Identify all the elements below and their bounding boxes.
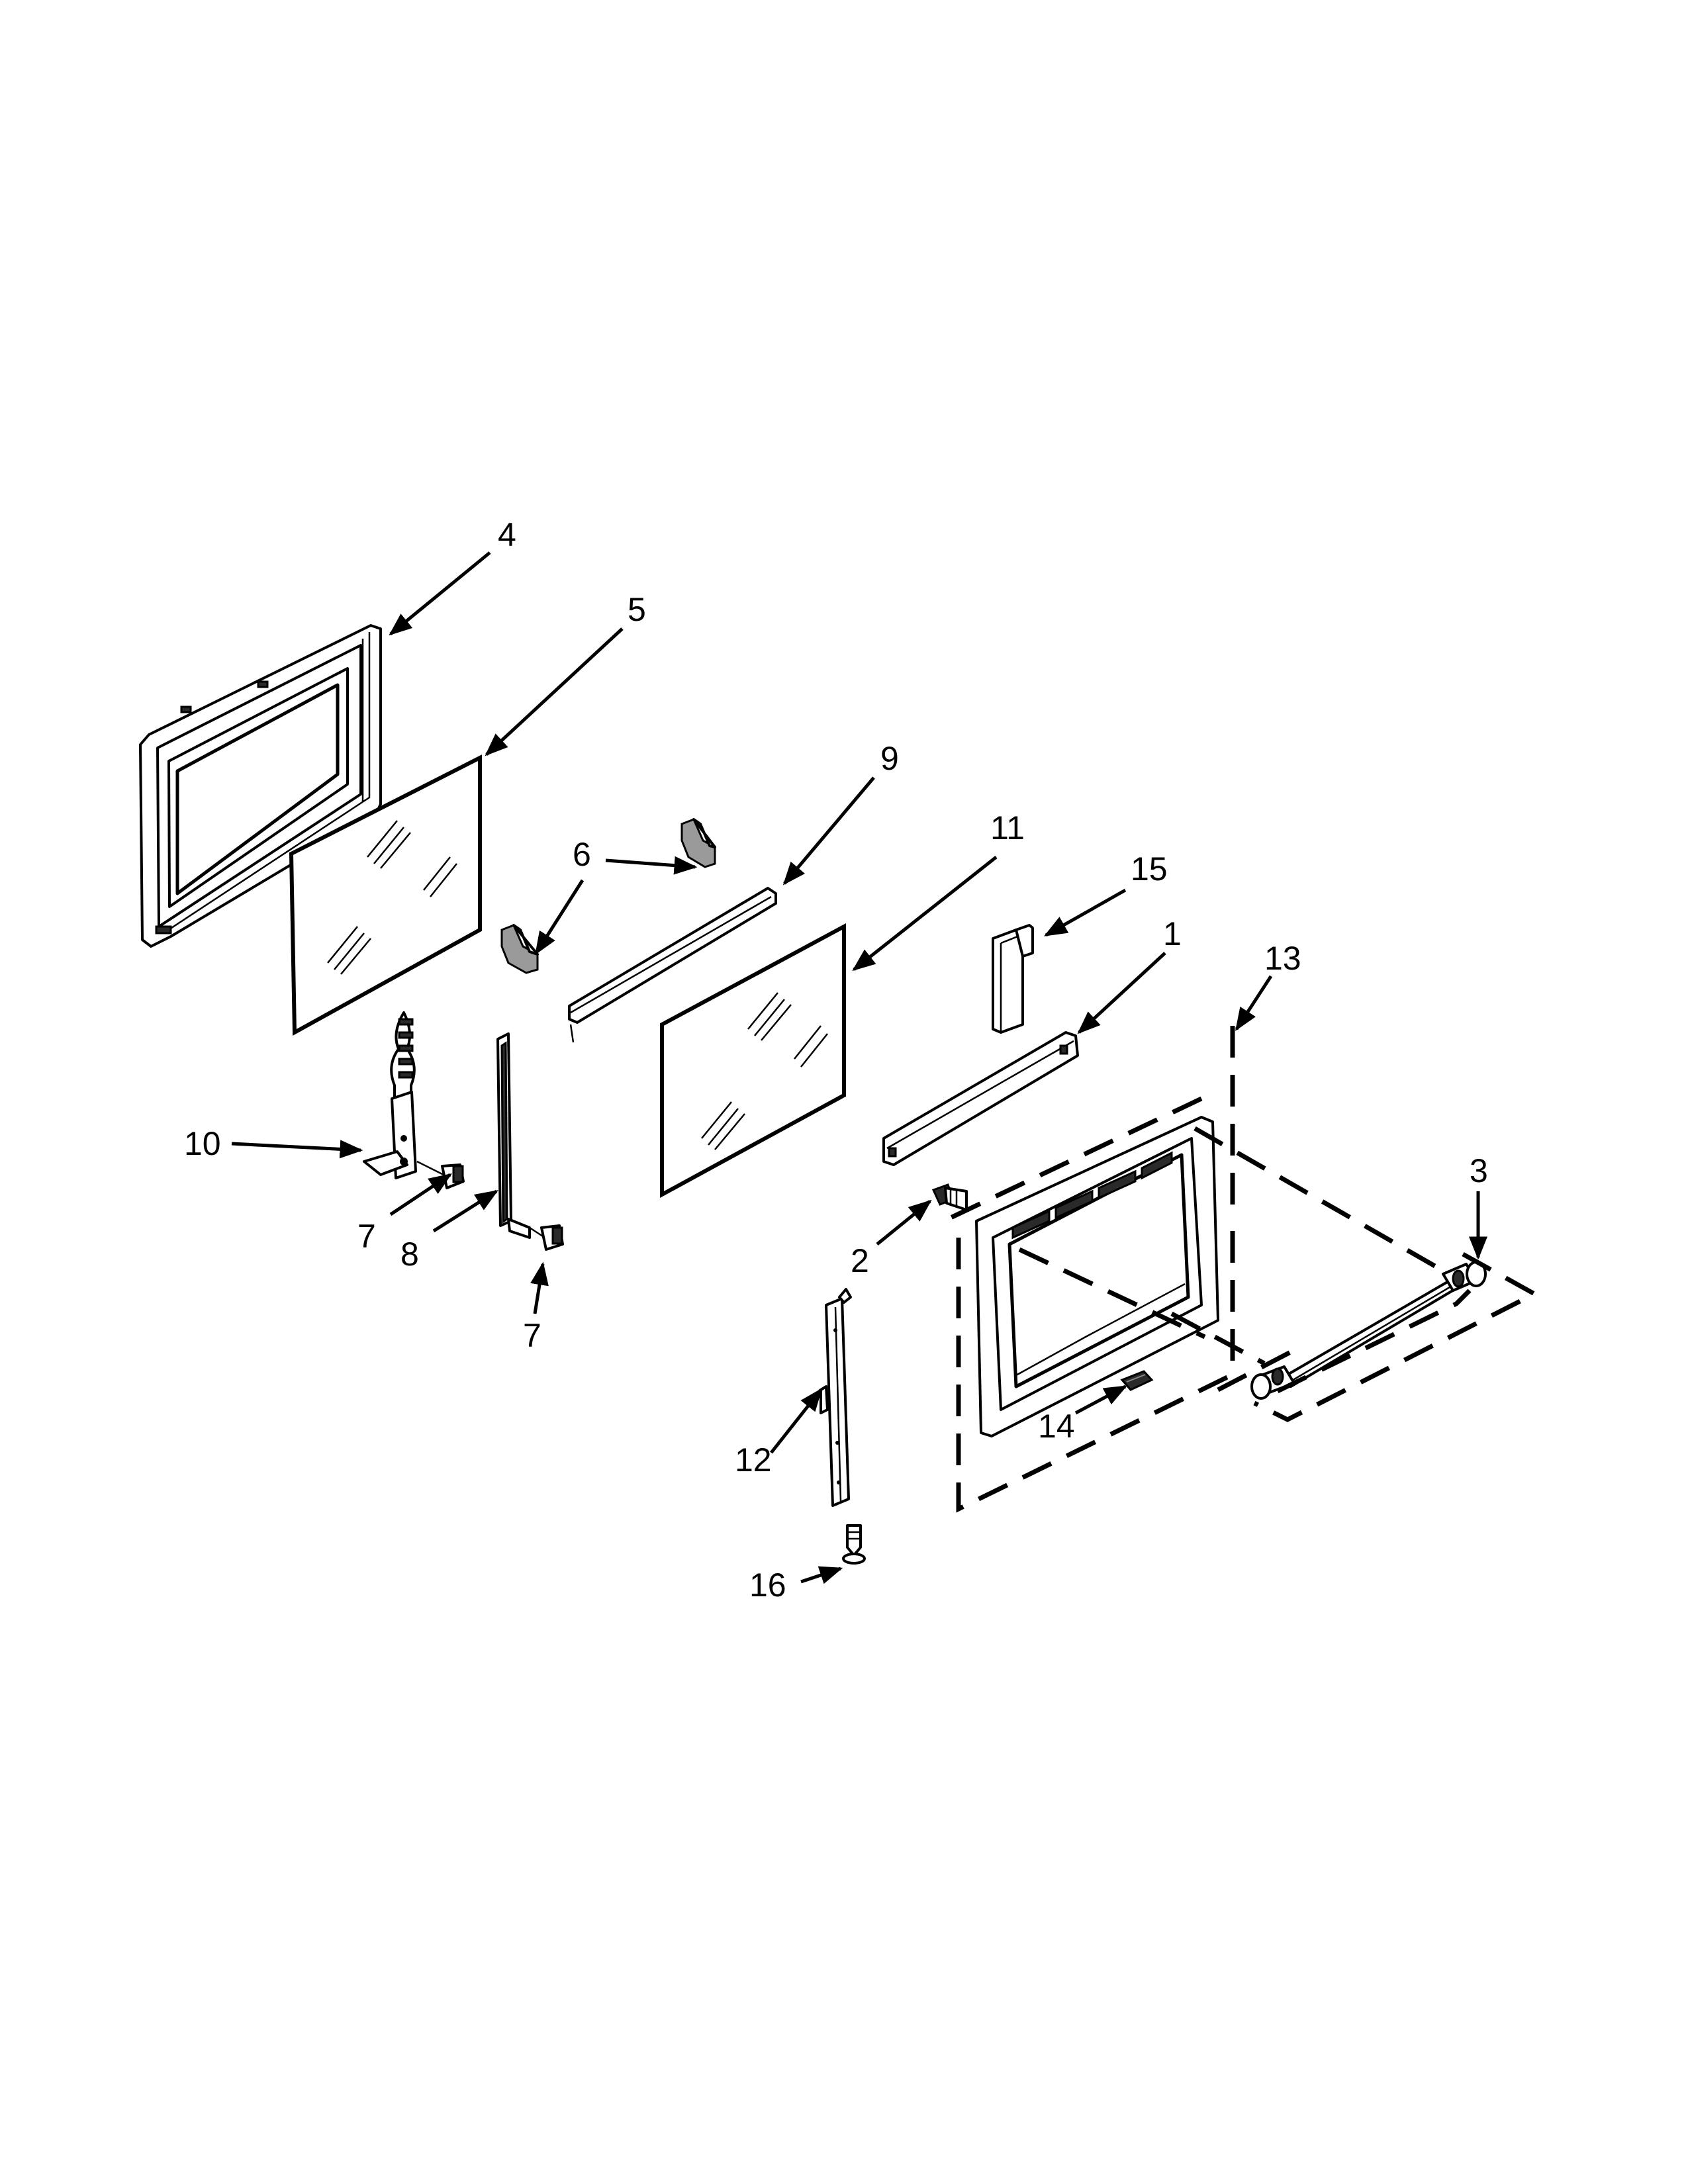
outer-door-panel xyxy=(975,1116,1219,1437)
lower-channel-1 xyxy=(882,1031,1079,1166)
callout-11: 11 xyxy=(990,809,1025,846)
badge-14 xyxy=(1120,1370,1154,1391)
door-handle-3 xyxy=(1250,1261,1487,1400)
callout-9: 9 xyxy=(880,740,899,777)
door-screw-2 xyxy=(931,1183,968,1211)
callout-16: 16 xyxy=(749,1567,786,1604)
glass-clip-lower xyxy=(500,924,539,974)
top-channel-9 xyxy=(568,887,777,1043)
hinge-10 xyxy=(363,1011,417,1179)
callout-8: 8 xyxy=(400,1236,419,1273)
bracket-15 xyxy=(992,924,1034,1034)
callout-3: 3 xyxy=(1470,1152,1488,1189)
callout-7-lower: 7 xyxy=(523,1317,541,1354)
callout-10: 10 xyxy=(184,1125,221,1162)
callout-6: 6 xyxy=(573,836,591,873)
callout-15: 15 xyxy=(1131,850,1168,887)
callout-12: 12 xyxy=(735,1441,772,1479)
glass-panel-5 xyxy=(289,754,482,1036)
callout-1: 1 xyxy=(1163,915,1182,952)
callout-5: 5 xyxy=(628,591,646,628)
vent-slots xyxy=(1011,1151,1173,1240)
hinge-screw-lower xyxy=(529,1224,564,1251)
hinge-screw-upper xyxy=(416,1160,465,1189)
callout-labels: 4 5 9 6 11 15 1 13 10 3 7 8 2 7 14 12 16 xyxy=(184,516,1488,1604)
callout-2: 2 xyxy=(851,1242,869,1279)
callout-14: 14 xyxy=(1038,1408,1075,1445)
callout-13: 13 xyxy=(1264,940,1301,977)
callout-4: 4 xyxy=(498,516,516,553)
assembly-dashed-lines xyxy=(935,1026,1540,1513)
glass-clip-upper xyxy=(680,818,716,868)
inner-door-frame xyxy=(139,624,382,948)
leader-lines xyxy=(231,551,1487,1584)
callout-7-upper: 7 xyxy=(357,1218,376,1255)
screw-16 xyxy=(842,1524,866,1565)
glass-panel-11 xyxy=(660,923,846,1199)
side-bracket-12 xyxy=(820,1288,852,1507)
hinge-receiver-8 xyxy=(496,1032,531,1239)
